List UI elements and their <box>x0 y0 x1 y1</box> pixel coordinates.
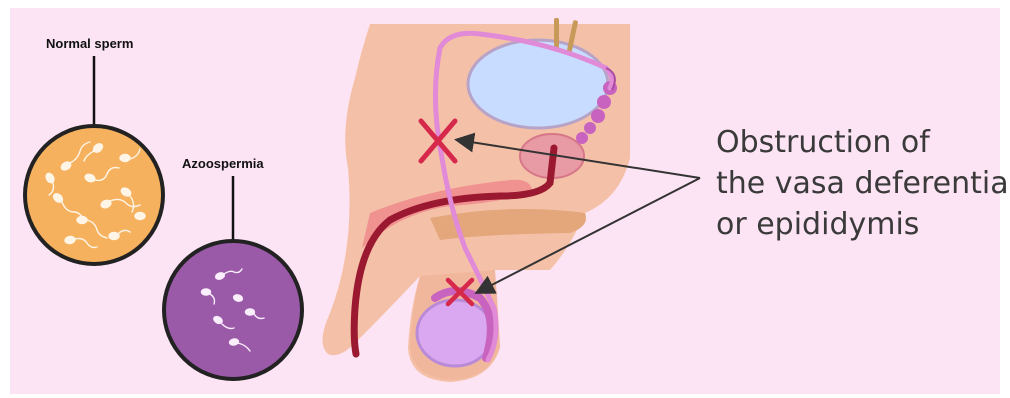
callout-line-1: Obstruction of <box>716 122 1009 163</box>
testis <box>417 300 493 366</box>
normal-sperm-label: Normal sperm <box>46 36 133 51</box>
normal-sperm-sample <box>25 126 163 264</box>
bladder <box>468 40 608 128</box>
obstruction-callout: Obstruction of the vasa deferentia or ep… <box>716 122 1009 245</box>
ureter-left <box>554 18 559 50</box>
azoospermia-sample <box>164 241 302 379</box>
azoospermia-label: Azoospermia <box>182 156 264 171</box>
diagram-canvas: Normal sperm <box>10 8 1000 394</box>
callout-line-3: or epididymis <box>716 204 1009 245</box>
callout-line-2: the vasa deferentia <box>716 163 1009 204</box>
